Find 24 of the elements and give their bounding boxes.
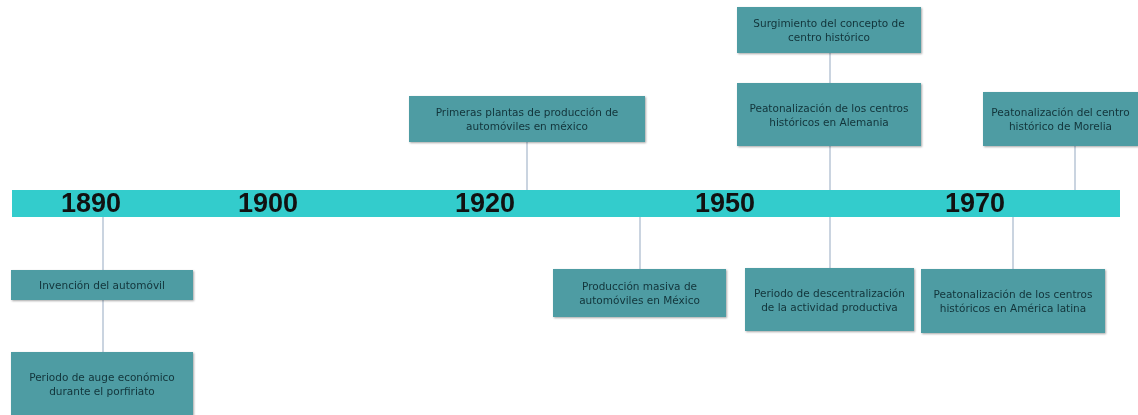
connector-line	[639, 216, 641, 270]
connector-line	[1012, 216, 1014, 270]
event-card: Peatonalización del centro histórico de Morelia	[983, 92, 1138, 146]
event-card: Periodo de descentralización de la actividad productiva	[745, 268, 914, 331]
event-card: Peatonalización de los centros históricos en América latina	[921, 269, 1105, 333]
year-label: 1950	[694, 188, 756, 219]
timeline-bar	[12, 190, 1120, 217]
connector-line	[102, 216, 104, 271]
year-label: 1890	[60, 188, 122, 219]
connector-line	[102, 299, 104, 353]
event-card: Surgimiento del concepto de centro histórico	[737, 7, 921, 53]
year-label: 1920	[454, 188, 516, 219]
event-card: Peatonalización de los centros históricos en Alemania	[737, 83, 921, 146]
event-card: Periodo de auge económico durante el porfiriato	[11, 352, 193, 415]
event-card: Primeras plantas de producción de automóviles en méxico	[409, 96, 645, 142]
event-card: Producción masiva de automóviles en México	[553, 269, 726, 317]
year-label: 1900	[237, 188, 299, 219]
year-label: 1970	[944, 188, 1006, 219]
event-card: Invención del automóvil	[11, 270, 193, 300]
connector-line	[1074, 145, 1076, 191]
connector-line	[526, 141, 528, 191]
connector-line	[829, 145, 831, 191]
connector-line	[829, 216, 831, 269]
connector-line	[829, 52, 831, 84]
